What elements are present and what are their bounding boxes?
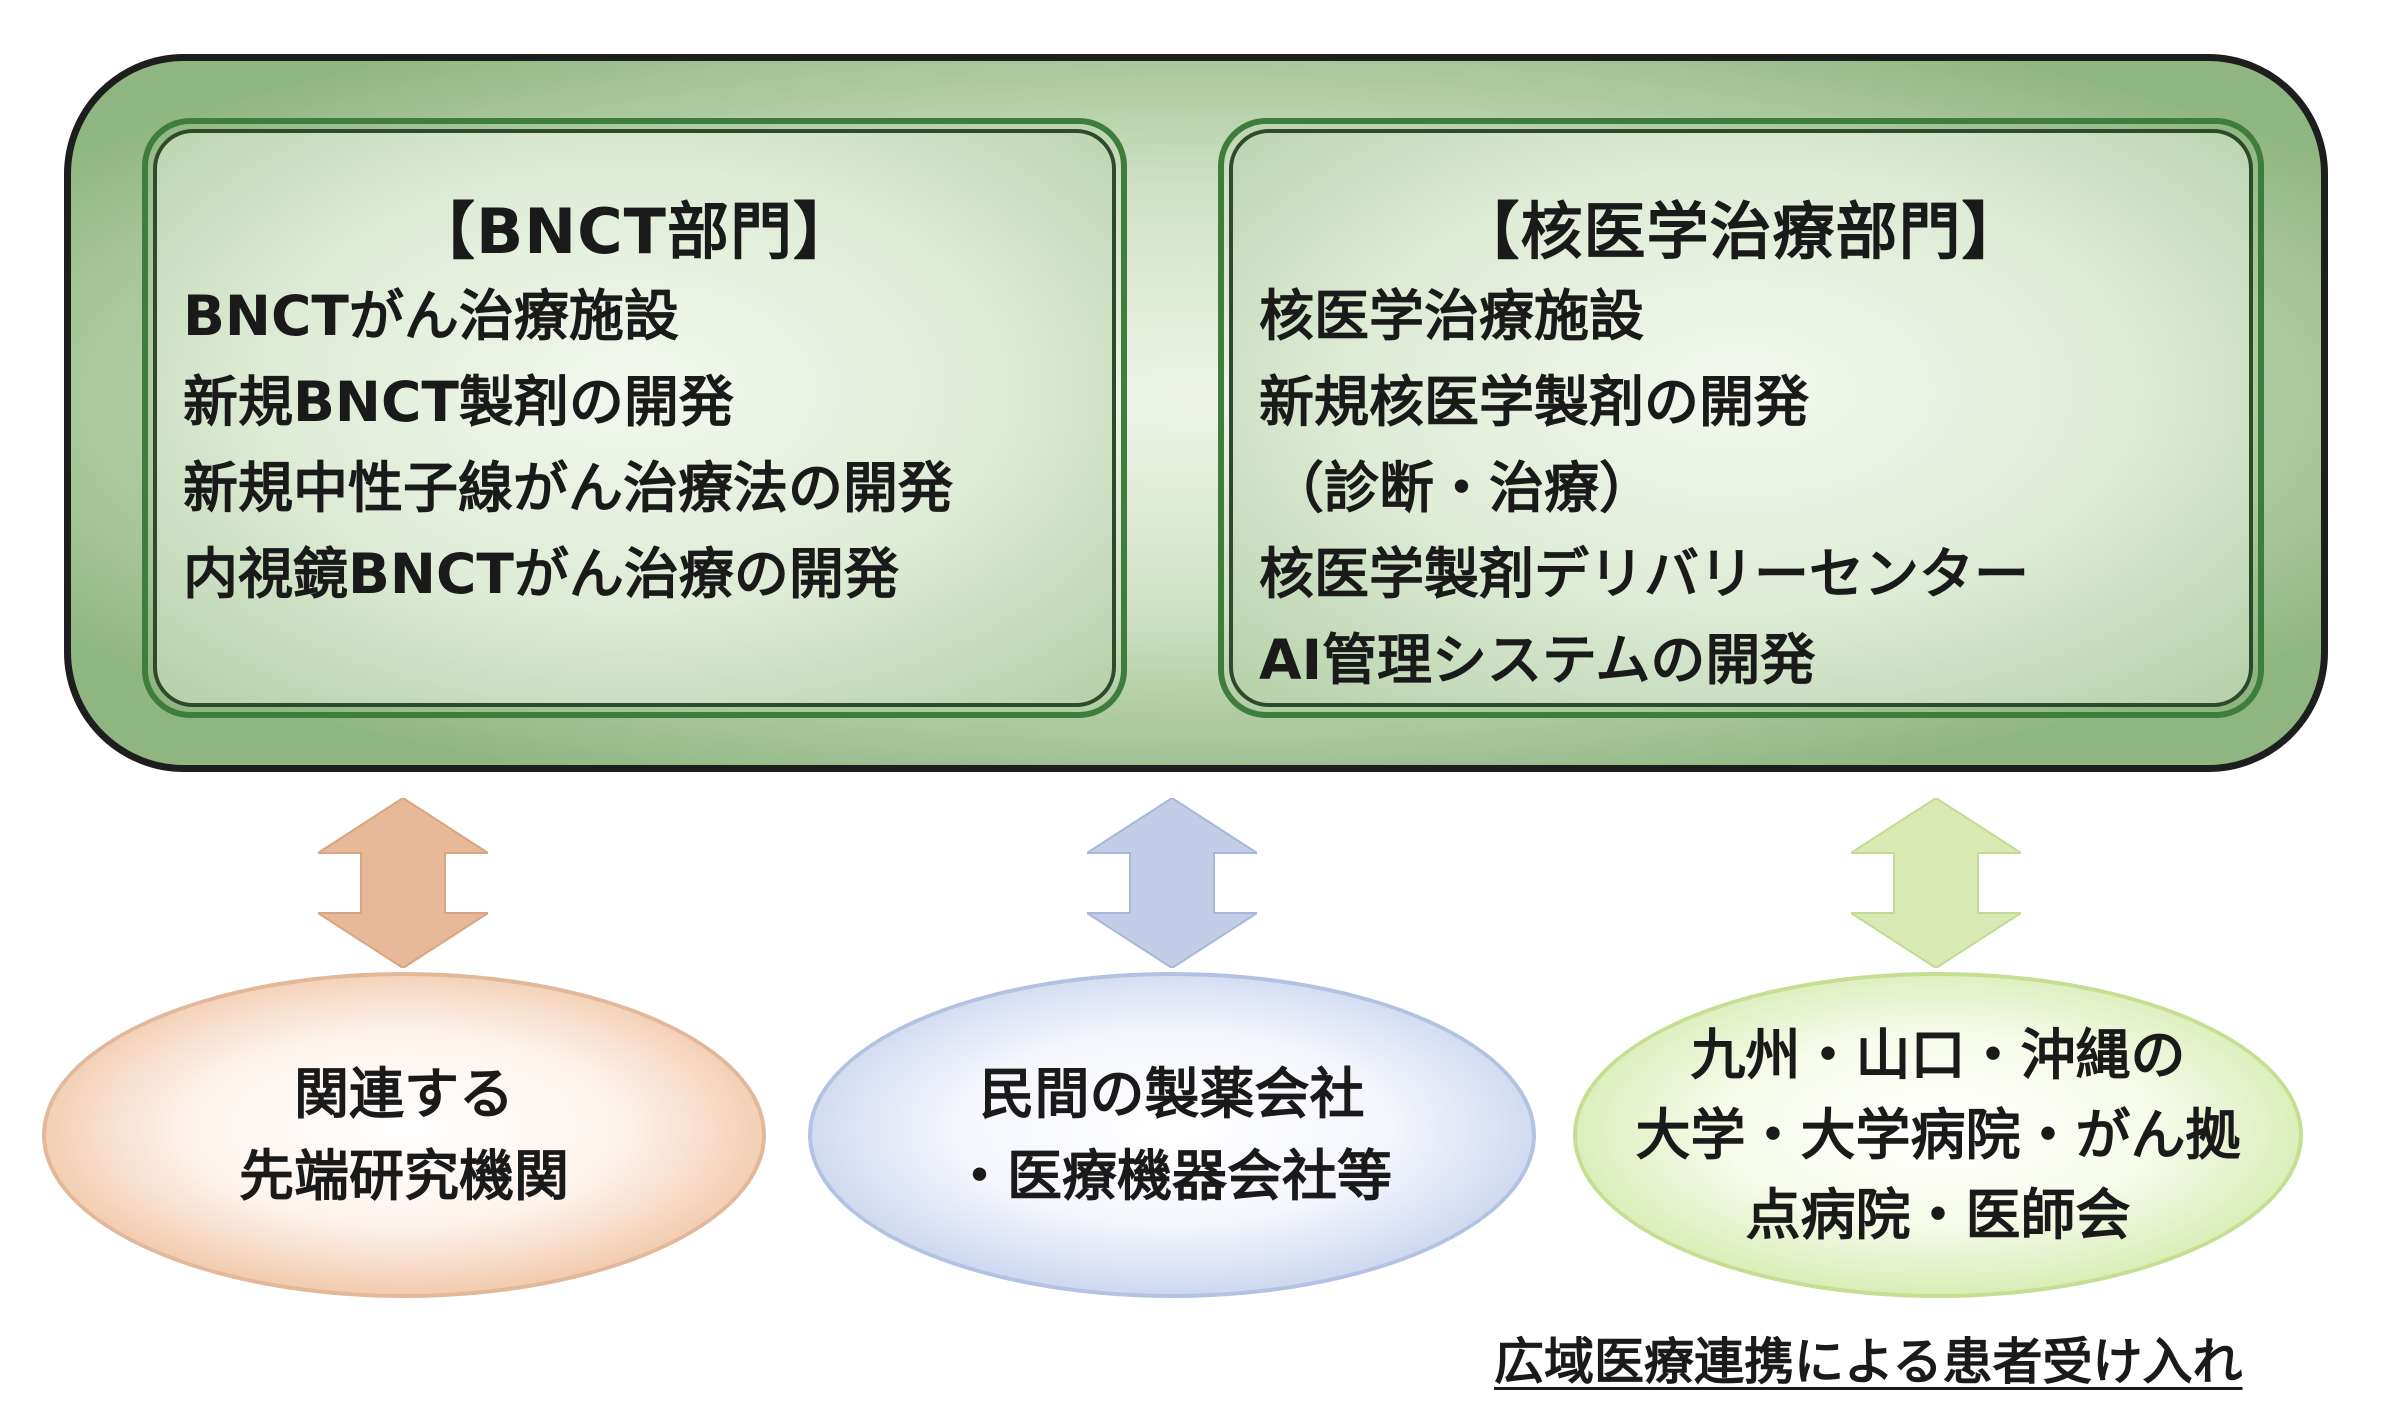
list-item: 内視鏡BNCTがん治療の開発 (183, 542, 899, 606)
double-arrow-icon (1087, 798, 1257, 968)
list-item: 新規中性子線がん治療法の開発 (183, 456, 954, 520)
list-item: 新規BNCT製剤の開発 (183, 370, 734, 434)
regional-hospitals-label: 九州・山口・沖縄の 大学・大学病院・がん拠 点病院・医師会 (1635, 1015, 2240, 1255)
double-arrow-icon (318, 798, 488, 968)
ellipse-line: 先端研究機関 (238, 1144, 569, 1208)
list-item: BNCTがん治療施設 (183, 284, 679, 348)
private-companies-label: 民間の製薬会社 ・医療機器会社等 (952, 1053, 1392, 1217)
list-item: 核医学治療施設 (1259, 284, 1645, 348)
double-arrow-icon (1851, 798, 2021, 968)
research-institutions-ellipse: 関連する 先端研究機関 (42, 972, 766, 1298)
research-institutions-label: 関連する 先端研究機関 (239, 1053, 569, 1217)
list-item: （診断・治療） (1269, 456, 1655, 520)
nuclear-medicine-division-inner: 【核医学治療部門】 核医学治療施設 新規核医学製剤の開発 （診断・治療） 核医学… (1229, 129, 2253, 707)
ellipse-line: 関連する (293, 1062, 514, 1126)
regional-hospitals-ellipse: 九州・山口・沖縄の 大学・大学病院・がん拠 点病院・医師会 (1573, 972, 2303, 1298)
ellipse-line: 民間の製薬会社 (979, 1062, 1365, 1126)
bnct-division-panel: 【BNCT部門】 BNCTがん治療施設 新規BNCT製剤の開発 新規中性子線がん… (142, 118, 1127, 718)
bnct-division-list: BNCTがん治療施設 新規BNCT製剤の開発 新規中性子線がん治療法の開発 内視… (183, 273, 953, 617)
ellipse-line: 点病院・医師会 (1745, 1183, 2131, 1247)
list-item: 核医学製剤デリバリーセンター (1259, 542, 2030, 606)
list-item: AI管理システムの開発 (1259, 628, 1816, 692)
nuclear-medicine-division-list: 核医学治療施設 新規核医学製剤の開発 （診断・治療） 核医学製剤デリバリーセンタ… (1259, 273, 2029, 703)
ellipse-line: 九州・山口・沖縄の (1690, 1023, 2186, 1087)
patient-acceptance-note: 広域医療連携による患者受け入れ (1494, 1333, 2243, 1391)
nuclear-medicine-division-panel: 【核医学治療部門】 核医学治療施設 新規核医学製剤の開発 （診断・治療） 核医学… (1218, 118, 2264, 718)
list-item: 新規核医学製剤の開発 (1259, 370, 1810, 434)
bnct-division-title: 【BNCT部門】 (413, 195, 856, 268)
ellipse-line: ・医療機器会社等 (951, 1144, 1392, 1208)
ellipse-line: 大学・大学病院・がん拠 (1635, 1103, 2241, 1167)
nuclear-medicine-division-title: 【核医学治療部門】 (1457, 195, 2025, 268)
private-companies-ellipse: 民間の製薬会社 ・医療機器会社等 (808, 972, 1536, 1298)
bnct-division-inner: 【BNCT部門】 BNCTがん治療施設 新規BNCT製剤の開発 新規中性子線がん… (153, 129, 1116, 707)
